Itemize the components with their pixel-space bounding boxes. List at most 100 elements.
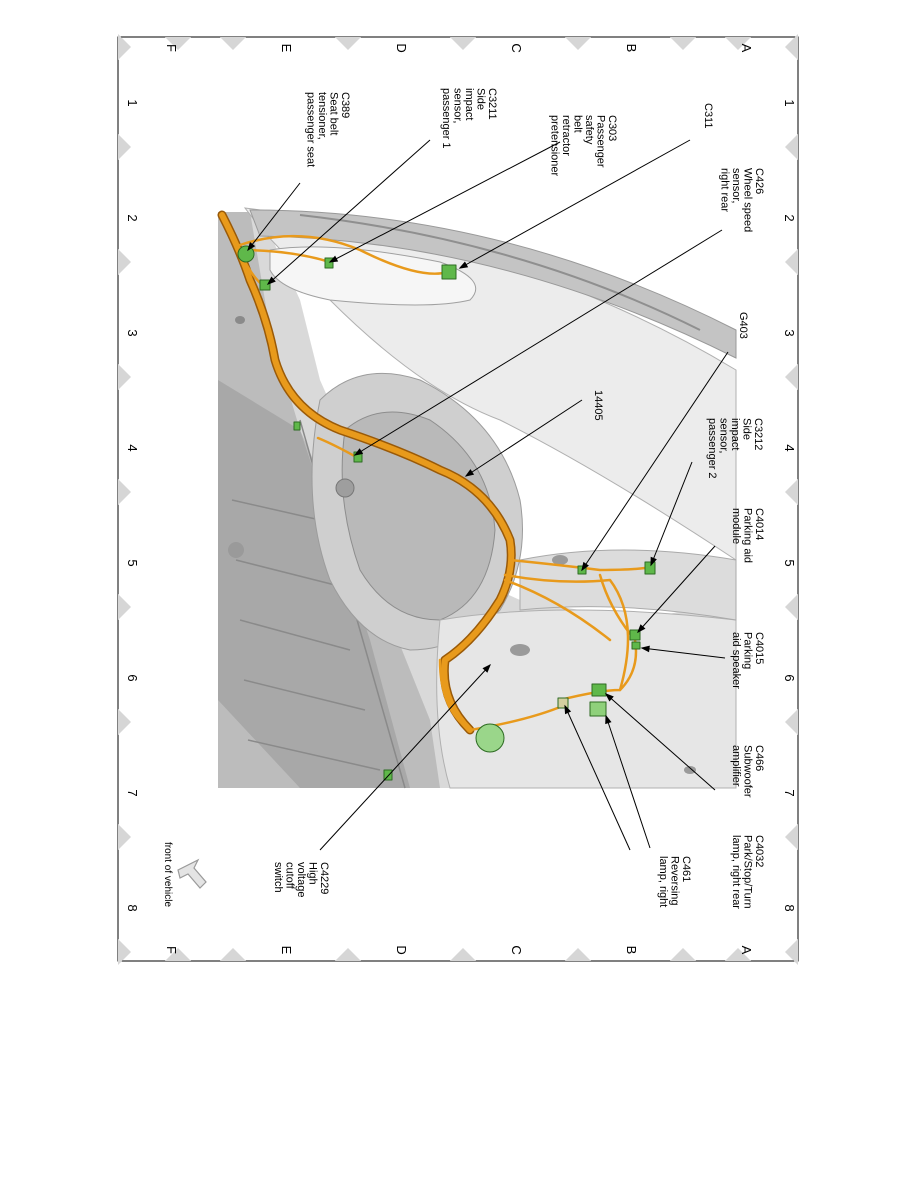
callout-c461-line: C461	[680, 856, 692, 882]
leader-c389	[247, 182, 301, 251]
leader-c303	[329, 141, 561, 263]
grid-letter-d: D	[394, 945, 409, 954]
callout-c3212-line: sensor,	[718, 418, 730, 453]
vehicle-body-illustration	[218, 207, 737, 789]
border-tab	[335, 37, 361, 50]
callout-g403-line: G403	[737, 312, 749, 339]
leader-g403	[581, 351, 729, 571]
border-tab	[165, 37, 191, 50]
callout-c3212-line: passenger 2	[706, 418, 718, 479]
border-tab	[220, 37, 246, 50]
grid-number-7: 7	[125, 789, 140, 796]
border-tab	[118, 939, 131, 965]
grid-number-5: 5	[782, 559, 797, 566]
callout-c4229-line: High	[307, 862, 319, 885]
callout-c4015-line: Parking	[742, 632, 754, 669]
grid-letter-a: A	[739, 946, 754, 955]
callout-c4229-line: cutoff	[284, 862, 296, 890]
leader-arrowhead-c3212	[650, 556, 657, 567]
callout-c426-line: Wheel speed	[742, 168, 754, 232]
callout-c466-line: Subwoofer	[742, 745, 754, 798]
callout-h14405: 14405	[592, 390, 604, 421]
callout-c3211-line: impact	[463, 88, 475, 120]
grid-number-4: 4	[782, 444, 797, 451]
border-tab	[565, 37, 591, 50]
leader-c3211	[267, 139, 431, 285]
callout-c3211-line: passenger 1	[440, 88, 452, 149]
border-tab	[785, 594, 798, 620]
front-of-vehicle-indicator: front of vehicle	[162, 842, 207, 907]
border-tab	[785, 939, 798, 965]
wiring-harness-14405	[217, 210, 656, 781]
callout-h14405-line: 14405	[592, 390, 604, 421]
callout-c3211-line: Side	[475, 88, 487, 110]
callout-c3211-line: C3211	[486, 88, 498, 120]
border-tab	[725, 37, 751, 50]
callout-c389-line: tensioner,	[316, 92, 328, 140]
grid-number-6: 6	[782, 674, 797, 681]
leader-c461	[564, 705, 631, 851]
callout-c303-line: belt	[572, 115, 584, 133]
grid-number-2: 2	[125, 214, 140, 221]
grid-border-tabs	[118, 34, 798, 965]
callout-c461-line: lamp, right	[657, 856, 669, 907]
leader-c3212	[650, 461, 693, 566]
border-tab	[118, 824, 131, 850]
leader-arrowhead-g403	[581, 561, 589, 572]
callout-g403: G403	[737, 312, 749, 339]
callout-c303-line: Passenger	[595, 115, 607, 168]
border-tab	[118, 34, 131, 60]
leader-c4015	[641, 647, 726, 659]
grid-letter-a: A	[739, 44, 754, 53]
callout-c389-line: C389	[339, 92, 351, 118]
grid-number-8: 8	[782, 904, 797, 911]
callout-c4014-line: Parking aid	[742, 508, 754, 563]
grid-letter-f: F	[164, 44, 179, 52]
callout-c4032-line: Park/Stop/Turn	[742, 835, 754, 909]
border-tab	[118, 594, 131, 620]
callout-c389-line: passenger seat	[305, 92, 317, 167]
grid-letter-b: B	[624, 44, 639, 53]
grid-letter-e: E	[279, 44, 294, 53]
callout-c311-line: C311	[702, 103, 714, 128]
callout-c303-line: pretensioner	[549, 115, 561, 176]
leader-h14405	[465, 399, 583, 477]
callout-c4015-line: C4015	[753, 632, 765, 664]
callout-c303: C303Passengersafetybeltretractorpretensi…	[549, 115, 619, 176]
grid-number-2: 2	[782, 214, 797, 221]
border-tab	[118, 249, 131, 275]
callout-c4015-line: aid speaker	[730, 632, 742, 689]
callout-c466-line: C466	[753, 745, 765, 771]
border-tab	[118, 364, 131, 390]
grid-number-5: 5	[125, 559, 140, 566]
border-tab	[118, 709, 131, 735]
grid-letter-b: B	[624, 946, 639, 955]
border-tab	[565, 948, 591, 961]
leader-c426	[354, 229, 723, 456]
grid-number-3: 3	[125, 329, 140, 336]
grid-number-8: 8	[125, 904, 140, 911]
grid-letter-f: F	[164, 946, 179, 954]
border-tab	[785, 364, 798, 390]
leader-arrowhead-c311	[458, 261, 469, 269]
callout-c426-line: C426	[753, 168, 765, 194]
border-tab	[220, 948, 246, 961]
callout-c4014-line: module	[730, 508, 742, 544]
grid-letter-e: E	[279, 946, 294, 955]
leader-c4229	[319, 664, 491, 851]
border-tab	[335, 948, 361, 961]
grid-number-6: 6	[125, 674, 140, 681]
leader-arrowhead-c4032	[605, 714, 612, 725]
leader-arrowhead-c3211	[266, 276, 276, 285]
leader-c311	[459, 139, 691, 269]
grid-number-1: 1	[125, 99, 140, 106]
